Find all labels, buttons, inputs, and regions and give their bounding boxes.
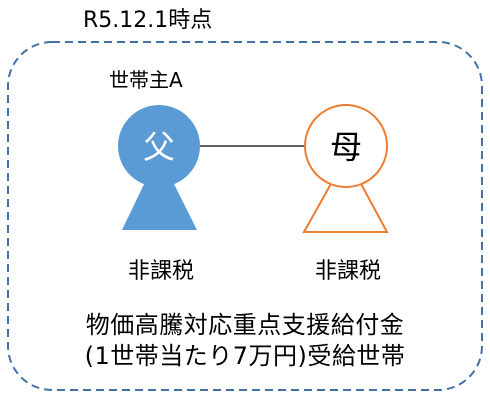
mother-char: 母: [330, 128, 362, 166]
mother-tax-status: 非課税: [314, 259, 381, 284]
date-label: R5.12.1時点: [83, 8, 213, 33]
benefit-description: 物価高騰対応重点支援給付金 (1世帯当たり7万円)受給世帯: [0, 310, 490, 372]
father-body: [122, 180, 197, 230]
mother-body: [302, 181, 389, 233]
father-tax-status: 非課税: [127, 259, 194, 284]
benefit-line-2: (1世帯当たり7万円)受給世帯: [84, 342, 406, 370]
father-char: 父: [143, 128, 175, 166]
father-head: [118, 105, 200, 187]
father-figure: 父: [118, 105, 200, 230]
mother-head: [304, 104, 388, 188]
head-of-household-label: 世帯主A: [109, 68, 183, 92]
benefit-line-1: 物価高騰対応重点支援給付金: [85, 311, 405, 339]
household-boundary: [7, 41, 483, 391]
mother-figure: 母: [302, 104, 389, 233]
